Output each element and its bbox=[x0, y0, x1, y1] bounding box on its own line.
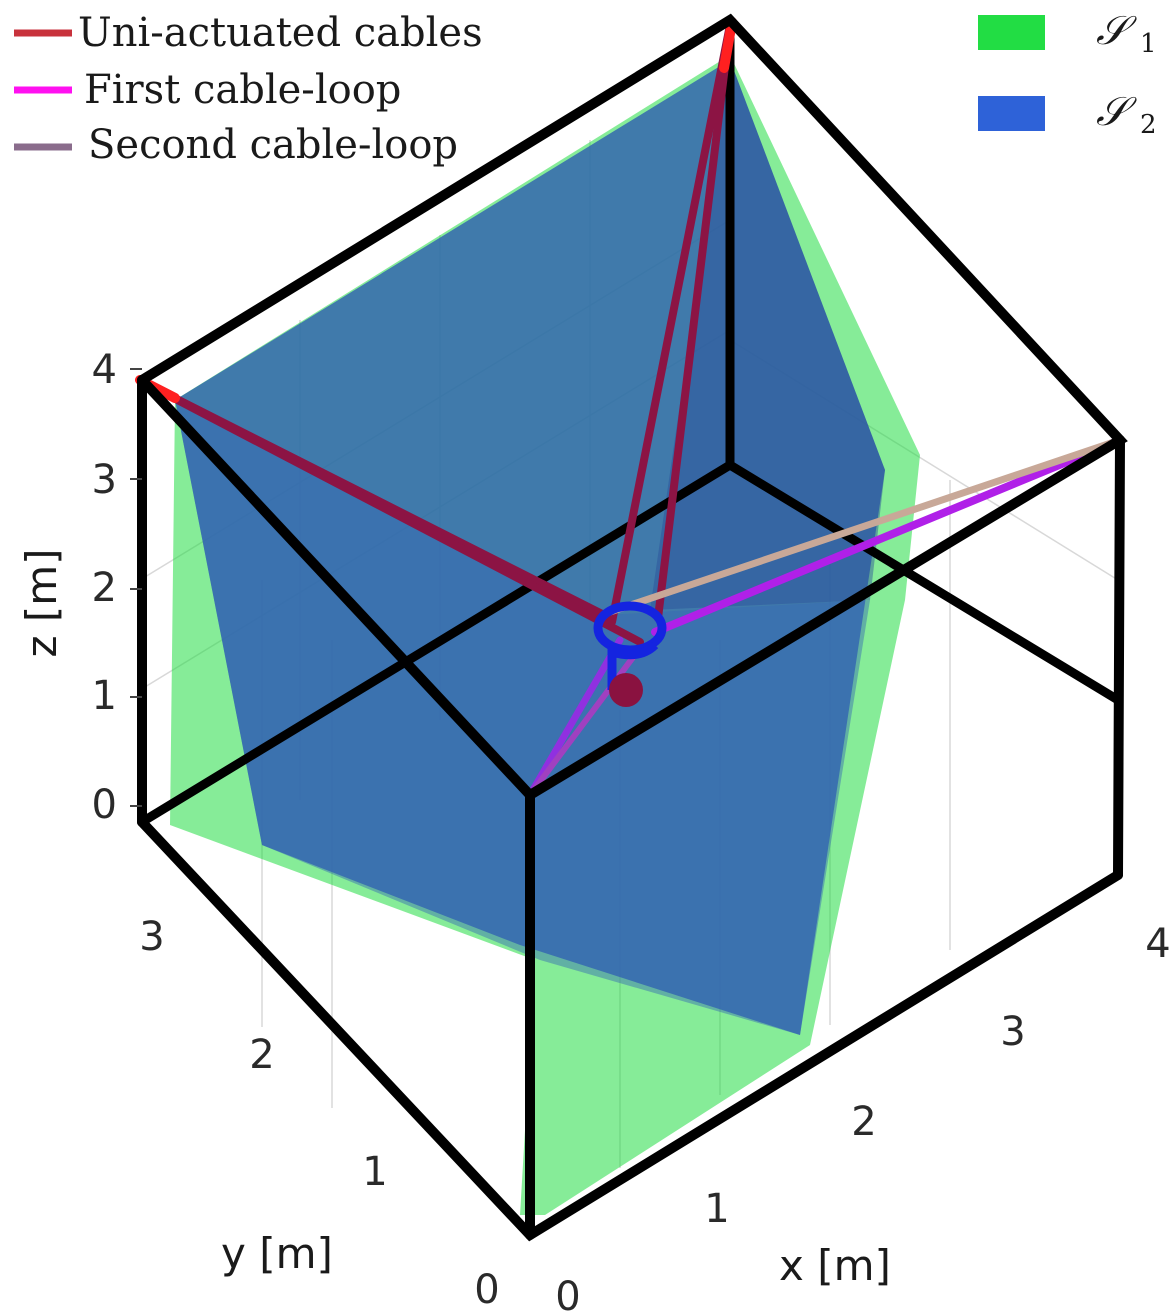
z-tick-label: 1 bbox=[92, 673, 117, 719]
x-tick-label: 2 bbox=[851, 1099, 876, 1145]
x-axis-ticks: 0 1 2 3 4 bbox=[555, 921, 1170, 1315]
first-cable-loop-segment bbox=[526, 636, 624, 799]
y-tick-label: 1 bbox=[362, 1149, 387, 1195]
x-tick-label: 4 bbox=[1145, 921, 1170, 967]
x-tick-label: 0 bbox=[555, 1274, 580, 1315]
workspace-s2 bbox=[175, 60, 885, 1035]
workspace-legend: 𝒮 1 𝒮 2 bbox=[978, 8, 1157, 140]
legend-label-uni-actuated: Uni-actuated cables bbox=[78, 10, 483, 56]
legend-symbol-s1: 𝒮 bbox=[1096, 8, 1137, 54]
legend-label-first-loop: First cable-loop bbox=[84, 67, 401, 113]
workspace-s2-back bbox=[175, 60, 885, 1035]
anchor-marker bbox=[719, 17, 737, 73]
workspace-s2-front bbox=[175, 400, 870, 1035]
end-effector-point bbox=[609, 673, 643, 707]
end-effector bbox=[593, 601, 667, 707]
y-tick-label: 0 bbox=[474, 1267, 499, 1313]
legend-subscript-s1: 1 bbox=[1140, 29, 1157, 59]
x-tick-label: 3 bbox=[1000, 1009, 1025, 1055]
frame-edge bbox=[725, 460, 1123, 705]
z-axis-ticks: 4 3 2 1 0 bbox=[92, 347, 117, 828]
legend-swatch-s1 bbox=[978, 15, 1045, 50]
uni-actuated-cable bbox=[654, 21, 734, 622]
end-effector-ring bbox=[593, 601, 667, 655]
z-tick-label: 3 bbox=[92, 457, 117, 503]
cable-legend: Uni-actuated cables First cable-loop Sec… bbox=[14, 10, 483, 168]
legend-symbol-s2: 𝒮 bbox=[1096, 89, 1137, 135]
x-tick-label: 1 bbox=[704, 1186, 729, 1232]
uni-actuated-cable bbox=[141, 379, 644, 646]
cables bbox=[141, 21, 1124, 799]
legend-subscript-s2: 2 bbox=[1140, 110, 1157, 140]
first-cable-loop-segment bbox=[651, 436, 1124, 636]
z-tick-label: 2 bbox=[92, 565, 117, 611]
y-tick-label: 3 bbox=[139, 914, 164, 960]
frame-front bbox=[137, 13, 1128, 1242]
y-tick-label: 2 bbox=[249, 1032, 274, 1078]
y-axis-label: y [m] bbox=[221, 1229, 333, 1278]
second-cable-loop-segment bbox=[606, 436, 1124, 616]
second-cable-loop-segment bbox=[527, 645, 643, 798]
uni-actuated-cable bbox=[608, 21, 734, 626]
y-axis-ticks: 3 2 1 0 bbox=[139, 914, 499, 1313]
z-tick-label: 4 bbox=[92, 347, 117, 393]
legend-swatch-s2 bbox=[978, 96, 1045, 131]
z-axis-label: z [m] bbox=[17, 548, 66, 657]
z-tick-label: 0 bbox=[92, 782, 117, 828]
frame-edge bbox=[1113, 435, 1125, 880]
end-effector-loop bbox=[607, 641, 659, 690]
workspace-s2-side bbox=[650, 60, 885, 610]
tick-marks bbox=[130, 368, 142, 807]
x-axis-label: x [m] bbox=[779, 1241, 891, 1290]
legend-label-second-loop: Second cable-loop bbox=[88, 122, 458, 168]
